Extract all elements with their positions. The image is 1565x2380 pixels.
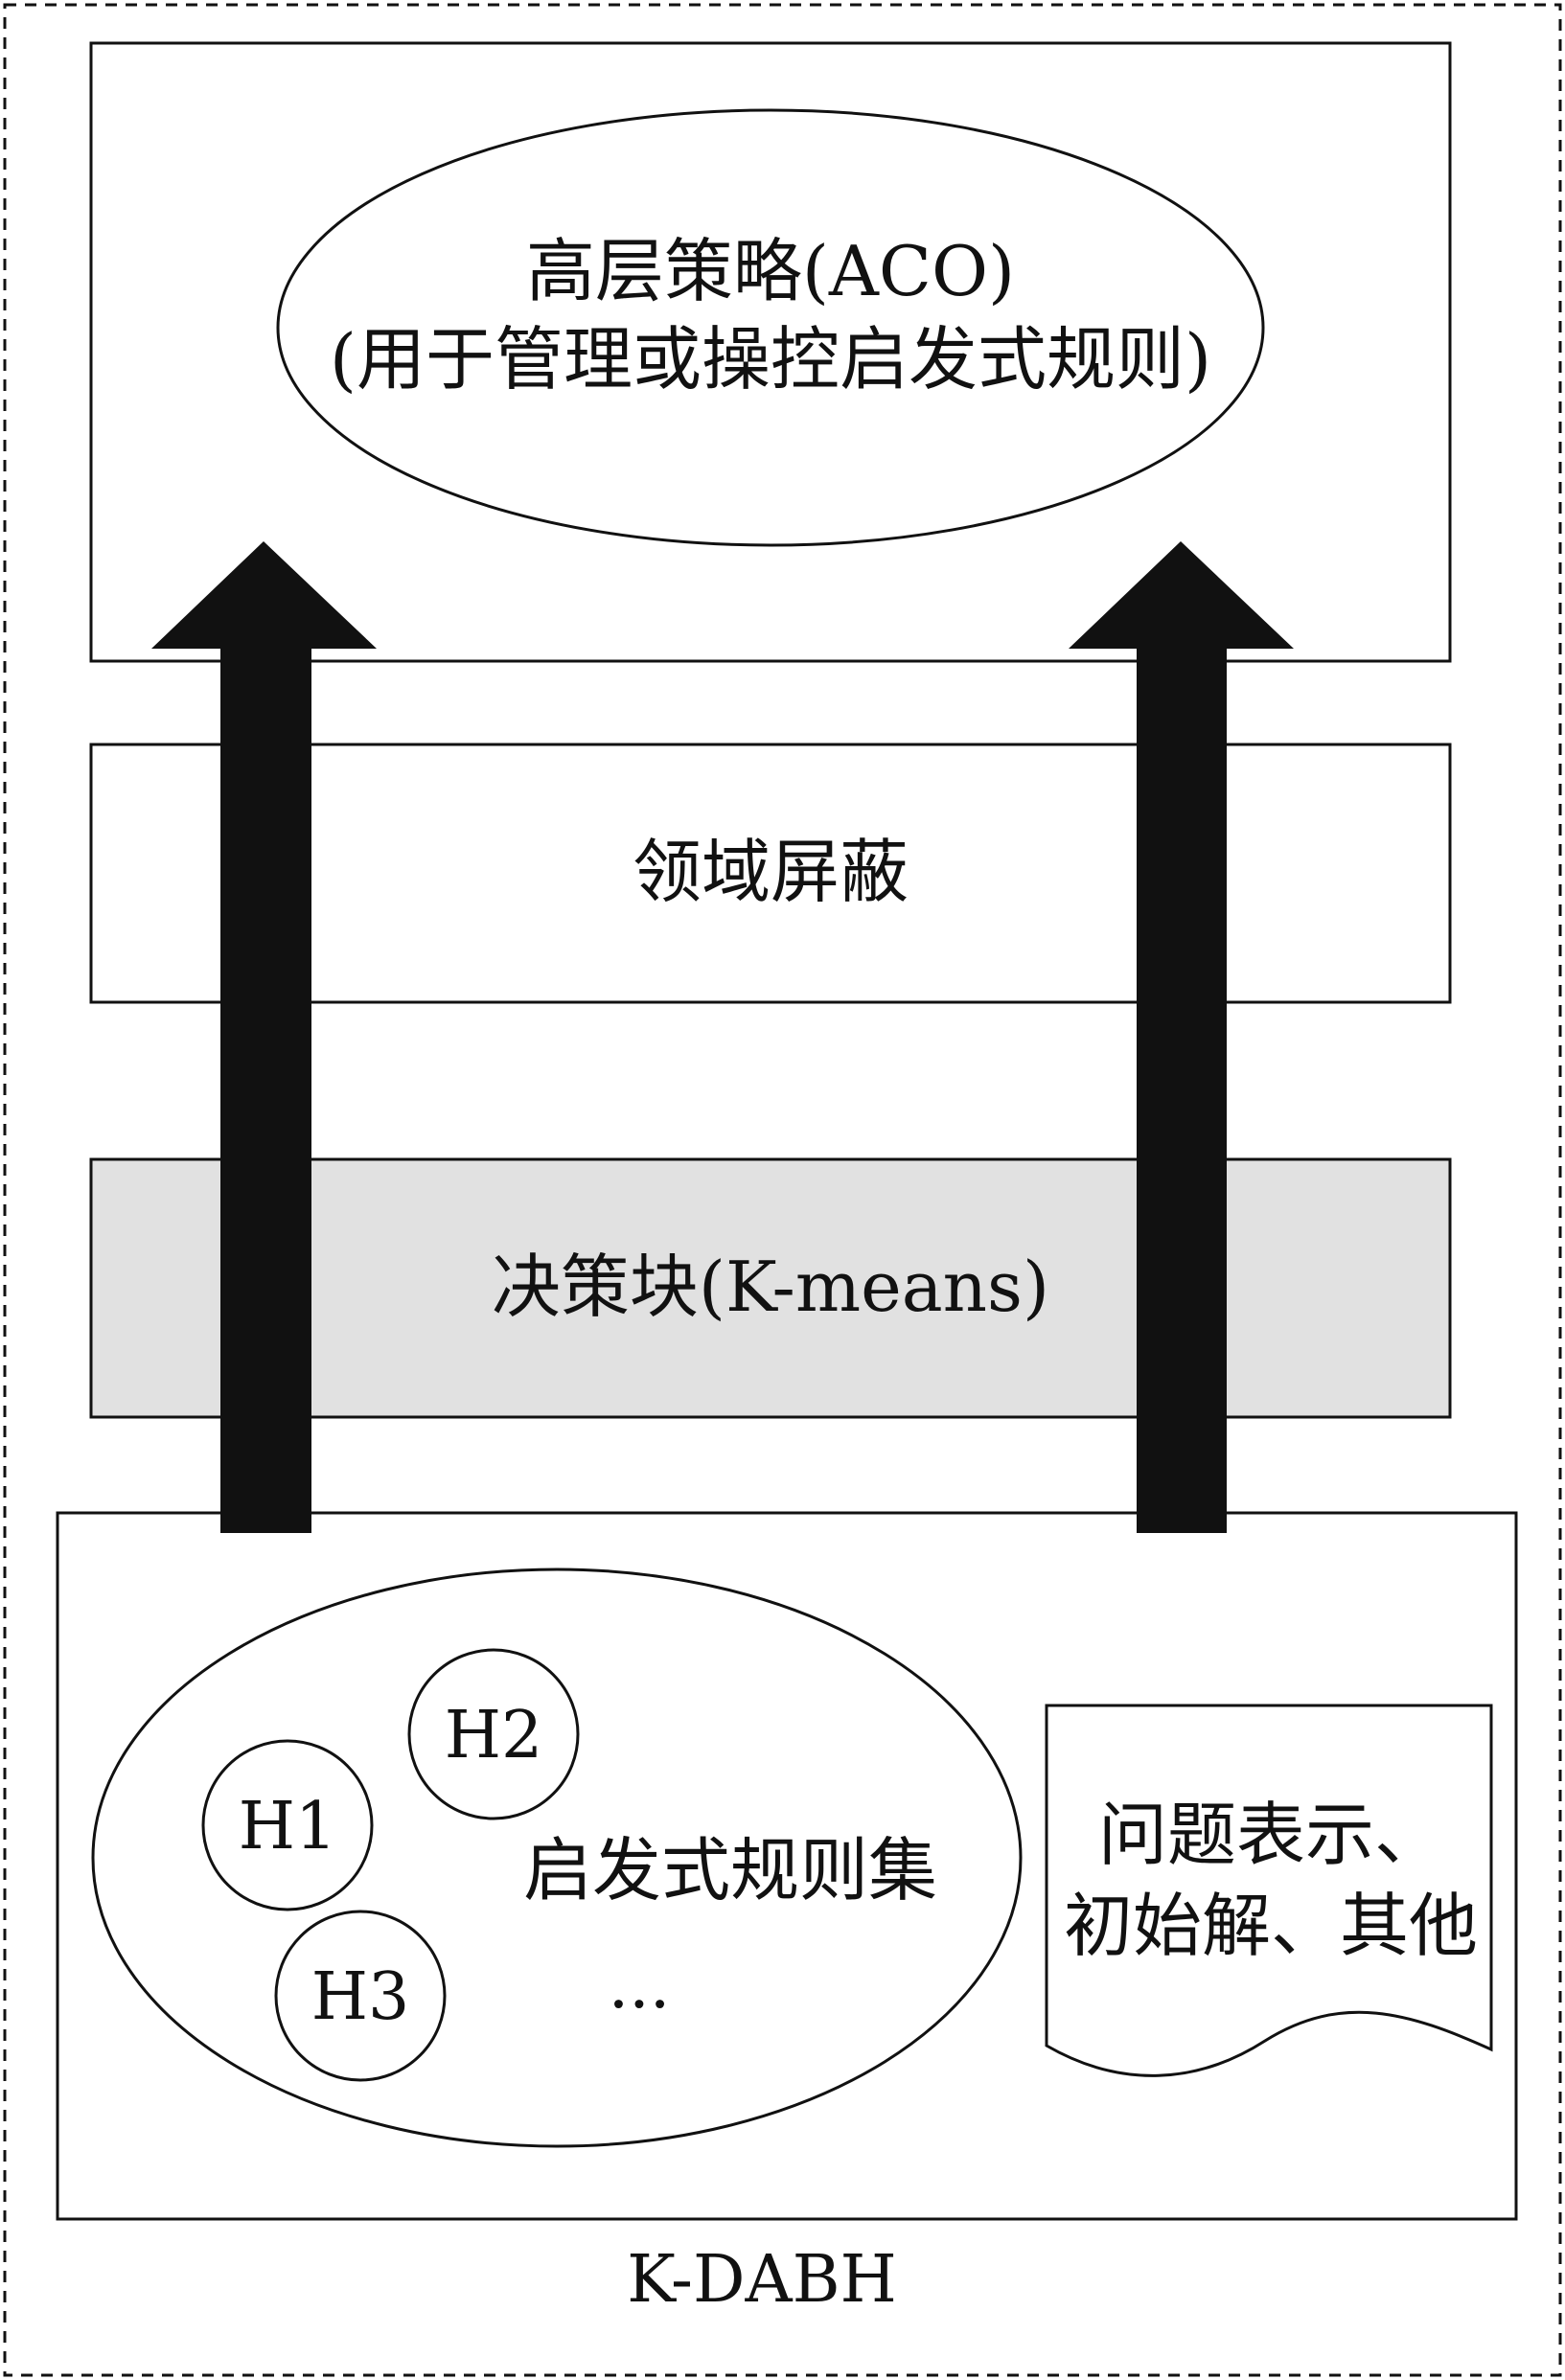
high-level-strategy-title: 高层策略(ACO) xyxy=(526,231,1015,311)
high-level-strategy-ellipse xyxy=(276,108,1265,547)
outer-dashed-frame xyxy=(3,3,1562,2377)
high-level-strategy-subtitle: (用于管理或操控启发式规则) xyxy=(330,319,1211,400)
problem-doc-line2: 初始解、其他 xyxy=(1064,1886,1478,1966)
heuristic-h3-label: H3 xyxy=(311,1959,410,2035)
problem-doc-line1: 问题表示、 xyxy=(1098,1795,1443,1875)
heuristic-set-label: 启发式规则集 xyxy=(523,1830,937,1911)
heuristic-h2-label: H2 xyxy=(445,1698,543,1774)
left-up-arrow xyxy=(151,541,377,1533)
k-dabh-label: K-DABH xyxy=(627,2242,897,2318)
decision-block-label: 决策块(K-means) xyxy=(492,1247,1049,1327)
heuristic-h2-circle xyxy=(407,1648,580,1820)
problem-doc-shape xyxy=(1045,1704,1493,2077)
heuristic-set-ellipsis: ... xyxy=(609,1948,671,2024)
heuristic-h1-circle xyxy=(201,1739,374,1911)
right-up-arrow xyxy=(1069,541,1294,1533)
domain-barrier-label: 领域屏蔽 xyxy=(633,832,909,912)
heuristic-h3-circle xyxy=(274,1910,447,2082)
heuristic-h1-label: H1 xyxy=(239,1789,337,1865)
